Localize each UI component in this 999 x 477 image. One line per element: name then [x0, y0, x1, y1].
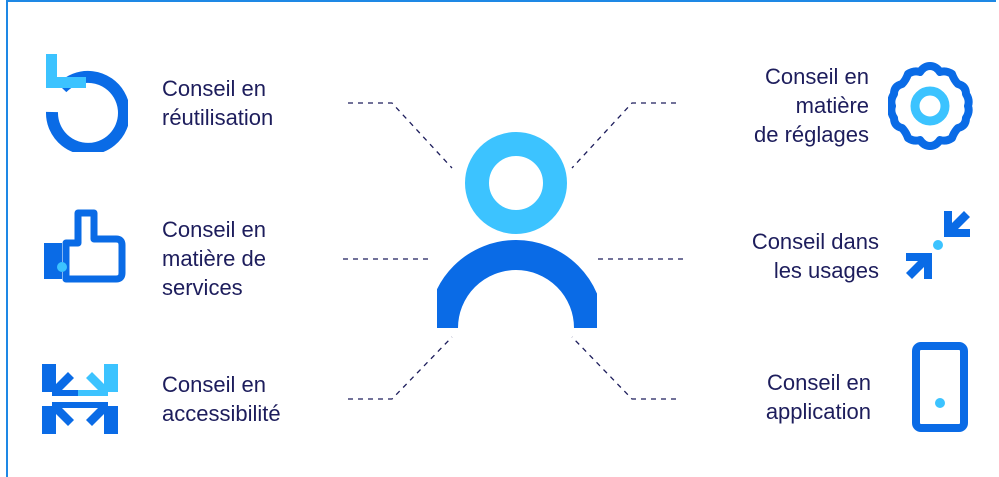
label-line: réutilisation — [162, 105, 274, 130]
label-services: Conseil en matière de services — [162, 215, 266, 302]
label-line: Conseil en — [162, 76, 266, 101]
connector-application — [571, 336, 676, 400]
compress-arrows-icon — [42, 364, 118, 434]
connector-reglages — [571, 102, 676, 169]
user-head — [465, 132, 567, 234]
label-reutilisation: Conseil en réutilisation — [162, 74, 273, 132]
label-line: Conseil en — [162, 372, 266, 397]
label-line: Conseil en — [162, 217, 266, 242]
smartphone-icon — [912, 342, 968, 432]
label-line: services — [162, 275, 243, 300]
label-line: matière — [795, 93, 869, 118]
label-line: Conseil en — [765, 64, 869, 89]
diagram-frame — [6, 0, 996, 477]
user-body — [437, 240, 597, 329]
label-line: les usages — [773, 258, 879, 283]
user-icon — [437, 132, 597, 329]
label-accessibilite: Conseil en accessibilité — [162, 370, 281, 428]
label-line: matière de — [162, 246, 266, 271]
connector-reutilisation — [348, 102, 453, 169]
label-reglages: Conseil en matière de réglages — [754, 62, 869, 149]
converge-arrows-icon — [906, 211, 970, 279]
label-line: Conseil en — [767, 370, 871, 395]
undo-arrow-icon — [45, 54, 128, 152]
label-application: Conseil en application — [766, 368, 871, 426]
thumbs-up-icon — [44, 209, 126, 283]
label-line: application — [765, 399, 871, 424]
label-usages: Conseil dans les usages — [752, 227, 879, 285]
label-line: Conseil dans — [751, 229, 879, 254]
label-line: de réglages — [754, 122, 869, 147]
connector-accessibilite — [348, 336, 453, 400]
gear-icon — [888, 62, 973, 150]
label-line: accessibilité — [162, 401, 281, 426]
